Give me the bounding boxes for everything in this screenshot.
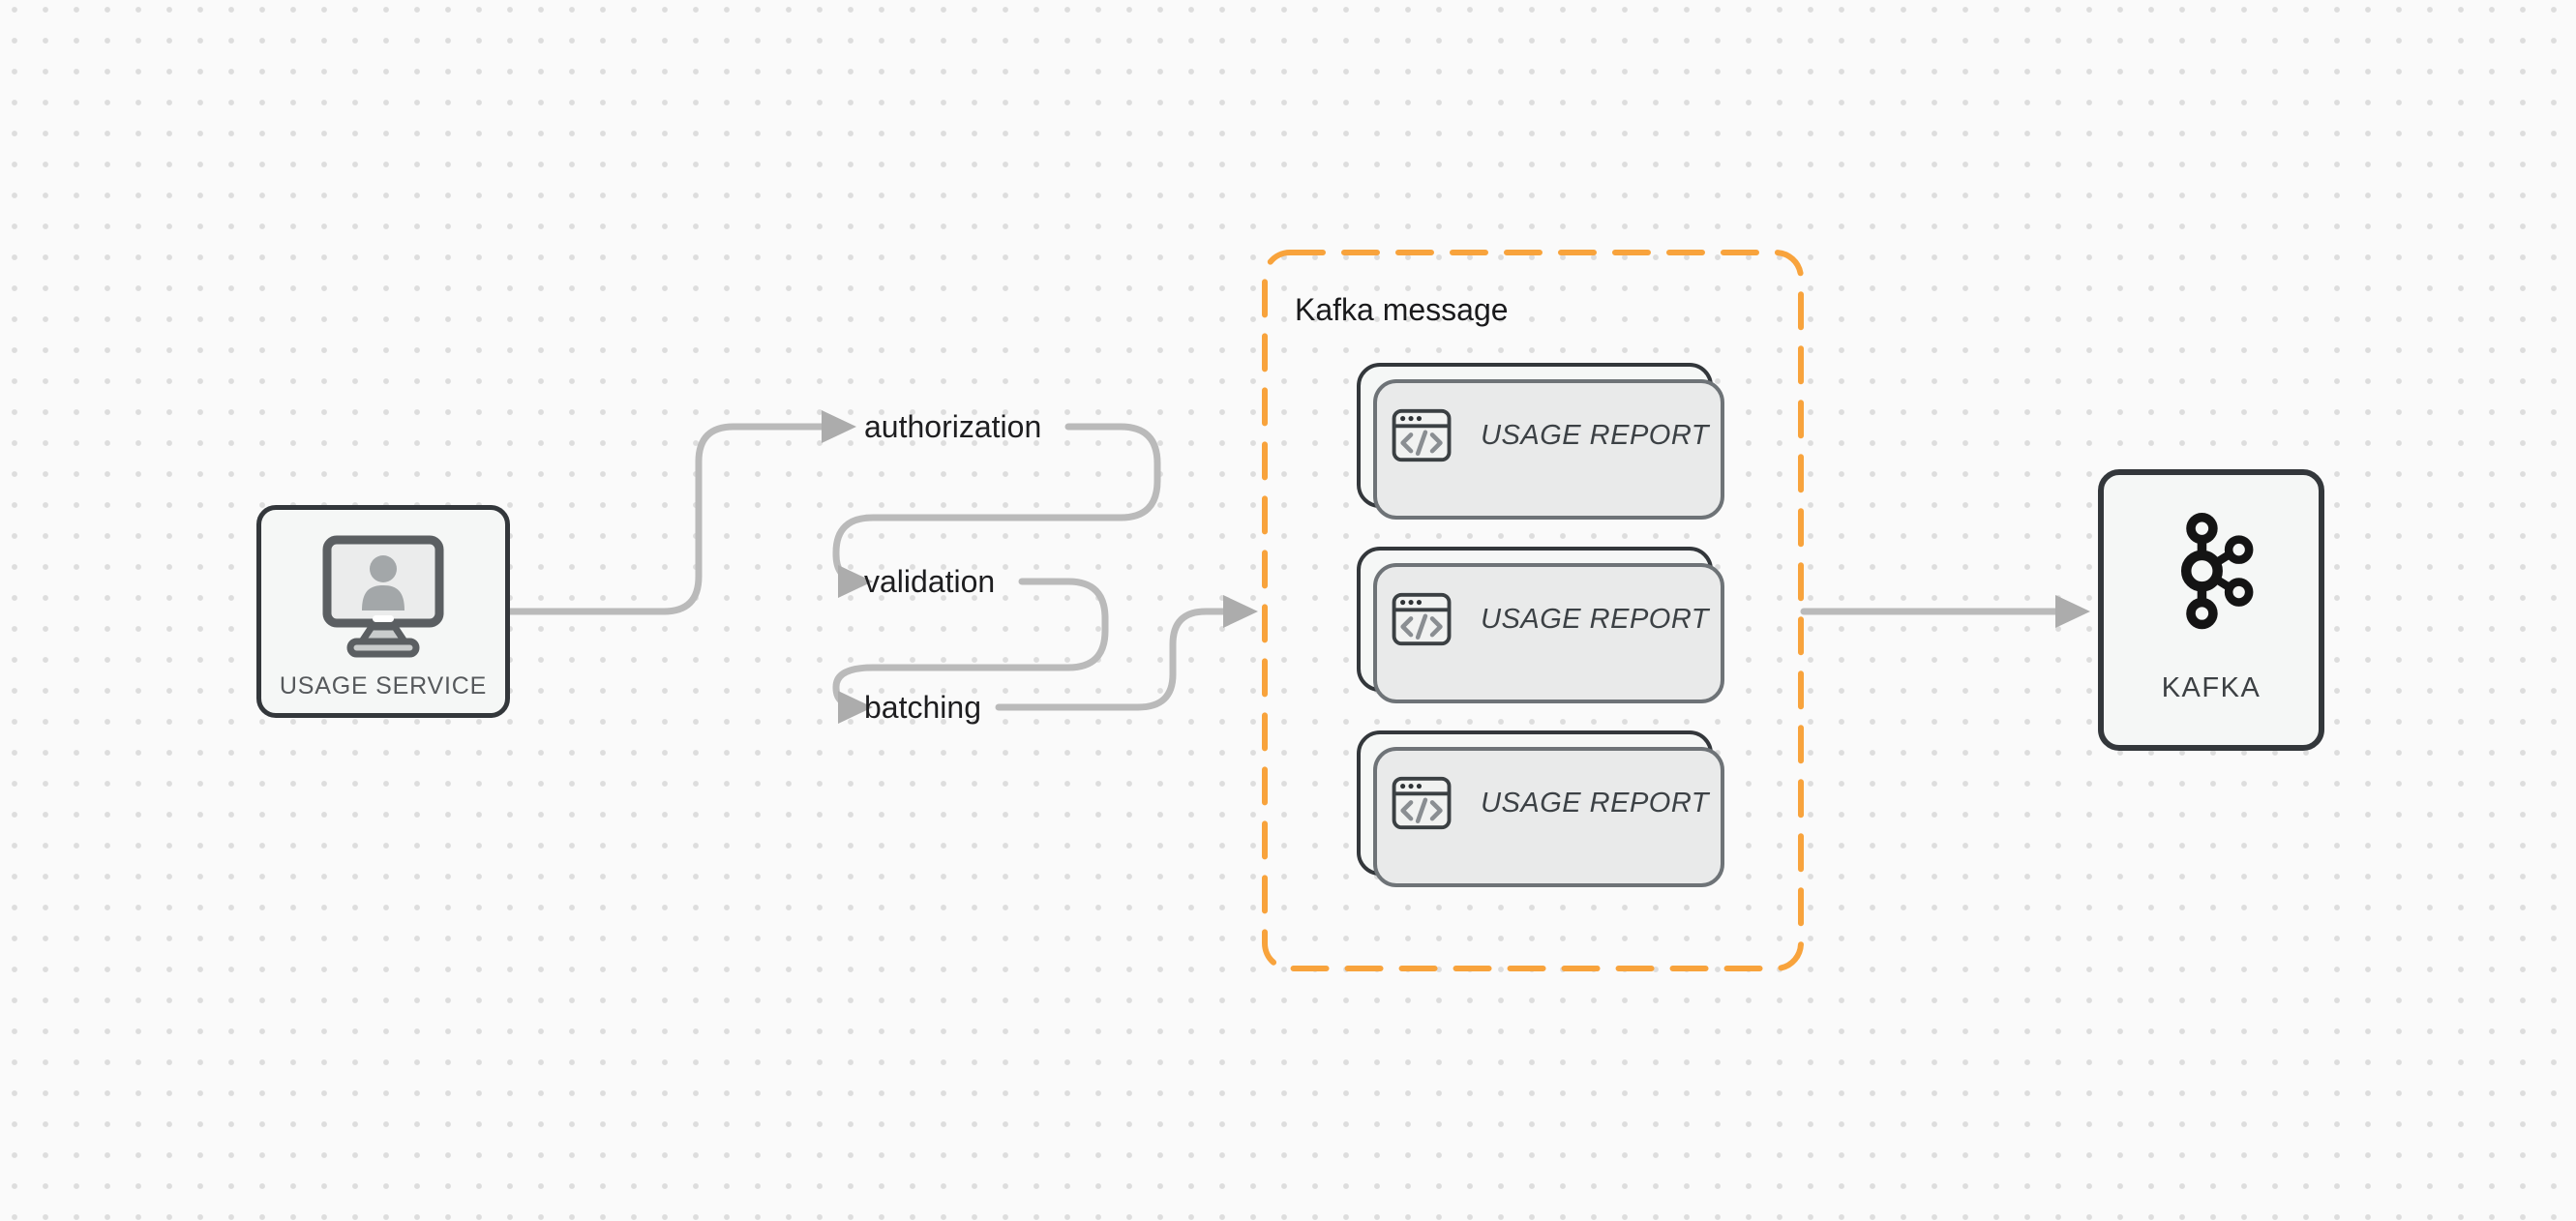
usage-service-node: USAGE SERVICE [256, 505, 510, 718]
arrowhead-icon [2055, 595, 2090, 628]
kafka-icon [2180, 512, 2254, 630]
connector-usage-to-authorization [506, 423, 825, 615]
arrowhead-icon [838, 565, 873, 598]
arrowhead-icon [838, 691, 873, 724]
arrowhead-icon [822, 410, 856, 443]
arrowhead-icon [1223, 595, 1258, 628]
kafka-message-group: Kafka message USAGE REPORT [1262, 250, 1804, 971]
usage-report-card: USAGE REPORT [1357, 547, 1724, 703]
kafka-message-title: Kafka message [1295, 292, 1509, 327]
usage-report-label: USAGE REPORT [1481, 419, 1709, 451]
monitor-user-icon [322, 535, 444, 658]
usage-report-label: USAGE REPORT [1481, 603, 1709, 635]
code-window-icon [1392, 776, 1452, 830]
connector-validation-to-batching [832, 578, 1109, 710]
code-window-icon [1392, 592, 1452, 646]
usage-report-card: USAGE REPORT [1357, 730, 1724, 887]
connector-batching-to-kafka-message [995, 608, 1227, 711]
usage-report-card: USAGE REPORT [1357, 363, 1724, 520]
step-label-authorization: authorization [864, 409, 1042, 444]
usage-report-label: USAGE REPORT [1481, 787, 1709, 819]
kafka-label: KAFKA [2161, 672, 2261, 703]
step-label-validation: validation [864, 564, 996, 599]
kafka-node: KAFKA [2098, 469, 2324, 751]
usage-service-label: USAGE SERVICE [279, 672, 488, 700]
connector-authorization-to-validation [832, 423, 1161, 584]
code-window-icon [1392, 408, 1452, 462]
dashed-border [1262, 250, 1804, 971]
step-label-batching: batching [864, 690, 981, 725]
